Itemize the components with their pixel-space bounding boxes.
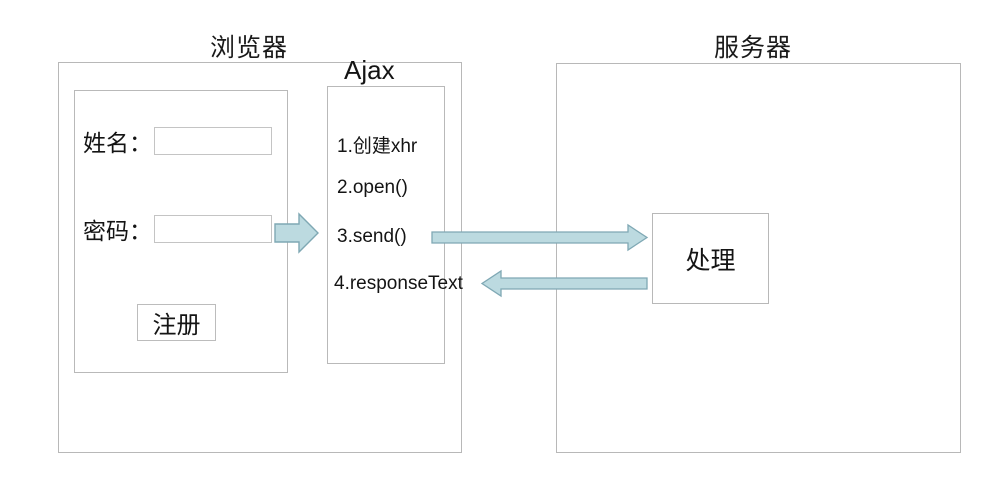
server-process-box: 处理 (652, 213, 769, 304)
password-input[interactable] (154, 215, 272, 243)
arrow-form-to-ajax-icon (274, 212, 319, 254)
register-button[interactable]: 注册 (137, 304, 216, 341)
server-section-title: 服务器 (714, 35, 793, 62)
arrow-send-request-icon (431, 223, 649, 252)
password-field-label: 密码： (83, 219, 152, 244)
ajax-step-send: 3.send() (337, 226, 407, 247)
name-input[interactable] (154, 127, 272, 155)
password-field-row: 密码： (83, 212, 272, 246)
name-field-row: 姓名： (83, 124, 272, 158)
ajax-step-create-xhr: 1.创建xhr (337, 136, 418, 157)
name-field-label: 姓名： (83, 131, 152, 156)
ajax-label: Ajax (344, 55, 395, 85)
ajax-step-open: 2.open() (337, 177, 408, 198)
registration-form-card: 姓名： 密码： 注册 (74, 90, 288, 373)
browser-section-title: 浏览器 (210, 35, 289, 62)
arrow-response-return-icon (480, 269, 648, 298)
ajax-step-response-text: 4.responseText (334, 273, 463, 294)
ajax-steps-card: 1.创建xhr 2.open() 3.send() 4.responseText (327, 86, 463, 364)
